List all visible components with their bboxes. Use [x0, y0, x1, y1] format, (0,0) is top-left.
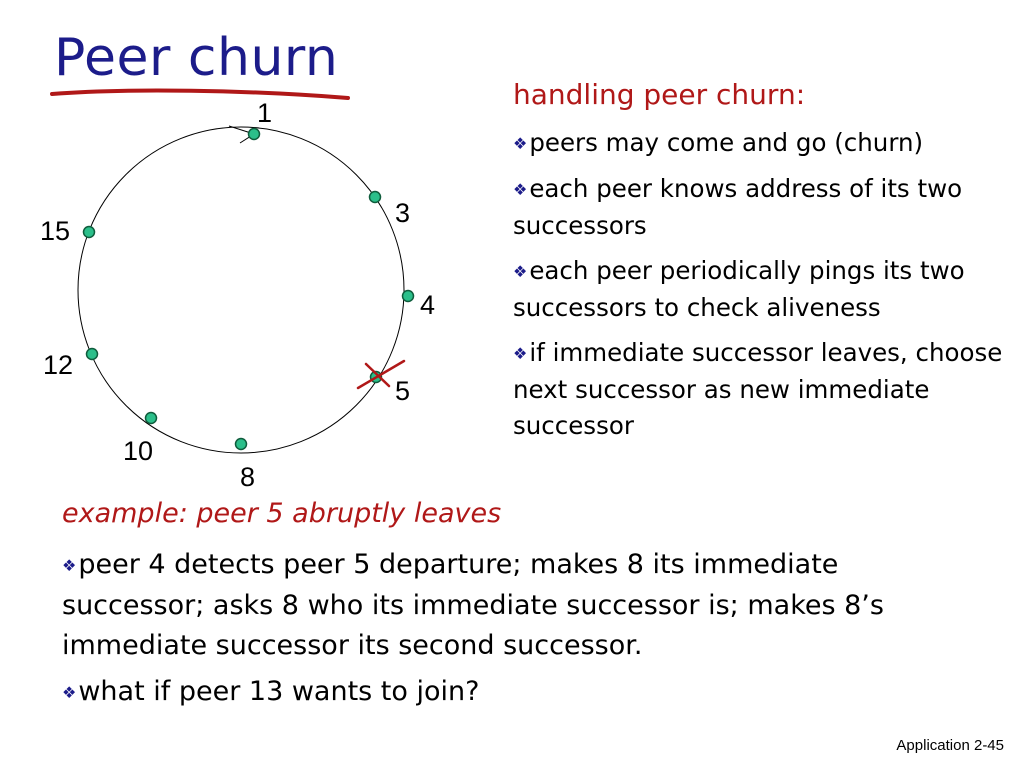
node-3 [368, 190, 382, 204]
node-label-8: 8 [240, 462, 256, 492]
bottom-bullet: ❖peer 4 detects peer 5 departure; makes … [62, 545, 962, 666]
node-12 [85, 347, 99, 361]
node-label-5: 5 [395, 376, 411, 406]
diamond-bullet-icon: ❖ [513, 262, 528, 281]
node-1 [247, 127, 261, 141]
bottom-bullet-text: peer 4 detects peer 5 departure; makes 8… [62, 549, 884, 661]
node-label-15: 15 [40, 216, 71, 246]
bottom-bullet: ❖what if peer 13 wants to join? [62, 672, 962, 713]
bottom-bullet-text: what if peer 13 wants to join? [78, 676, 480, 707]
right-bullet: ❖if immediate successor leaves, choose n… [513, 335, 1008, 444]
departed-cross-icon [356, 359, 406, 390]
node-label-12: 12 [43, 350, 74, 380]
right-bullet-list: ❖peers may come and go (churn) ❖each pee… [513, 125, 1008, 453]
right-bullet-text: each peer knows address of its two succe… [513, 174, 963, 240]
chord-ring-diagram [77, 125, 415, 454]
diamond-bullet-icon: ❖ [62, 683, 77, 702]
node-15 [82, 225, 96, 239]
node-label-10: 10 [123, 436, 154, 466]
node-label-1: 1 [257, 98, 273, 128]
slide-footer: Application 2-45 [896, 737, 1004, 754]
right-bullet-text: if immediate successor leaves, choose ne… [513, 338, 1003, 440]
node-8 [234, 437, 248, 451]
title-underline [50, 88, 350, 100]
right-bullet: ❖peers may come and go (churn) [513, 125, 1008, 162]
node-4 [401, 289, 415, 303]
diamond-bullet-icon: ❖ [62, 556, 77, 575]
right-bullet: ❖each peer periodically pings its two su… [513, 253, 1008, 326]
diamond-bullet-icon: ❖ [513, 344, 528, 363]
right-bullet-text: peers may come and go (churn) [529, 128, 924, 157]
diamond-bullet-icon: ❖ [513, 180, 528, 199]
slide-title: Peer churn [54, 28, 339, 88]
node-10 [144, 411, 158, 425]
right-bullet-text: each peer periodically pings its two suc… [513, 256, 965, 322]
example-heading: example: peer 5 abruptly leaves [62, 498, 502, 529]
node-label-3: 3 [395, 198, 411, 228]
right-bullet: ❖each peer knows address of its two succ… [513, 171, 1008, 244]
diamond-bullet-icon: ❖ [513, 134, 528, 153]
ring-circle [77, 126, 405, 454]
handling-churn-heading: handling peer churn: [513, 78, 806, 111]
bottom-bullet-list: ❖peer 4 detects peer 5 departure; makes … [62, 545, 962, 719]
node-label-4: 4 [420, 290, 436, 320]
